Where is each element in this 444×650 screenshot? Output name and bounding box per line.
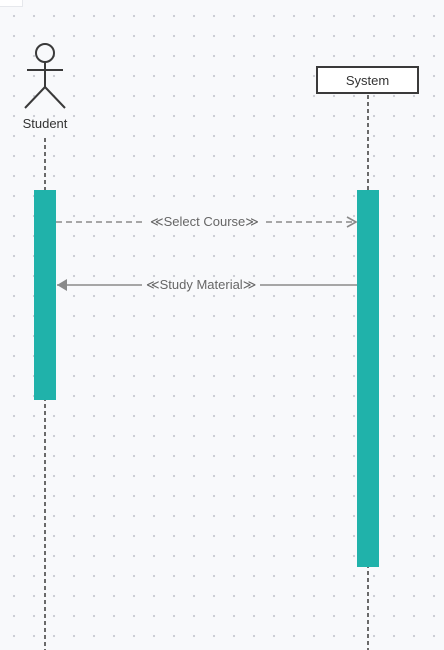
actor-left-leg — [24, 86, 46, 109]
message-label-study-material: ≪Study Material≫ — [142, 277, 261, 293]
system-activation-bar[interactable] — [357, 190, 379, 567]
stick-figure-icon[interactable] — [24, 43, 66, 109]
system-participant-box[interactable]: System — [316, 66, 419, 94]
actor-right-leg — [44, 86, 66, 109]
student-activation-bar[interactable] — [34, 190, 56, 400]
canvas-corner-tab — [0, 0, 23, 7]
system-participant-label: System — [345, 72, 390, 88]
student-actor-label: Student — [22, 116, 68, 131]
message-label-select-course: ≪Select Course≫ — [146, 214, 263, 230]
actor-head — [35, 43, 55, 63]
